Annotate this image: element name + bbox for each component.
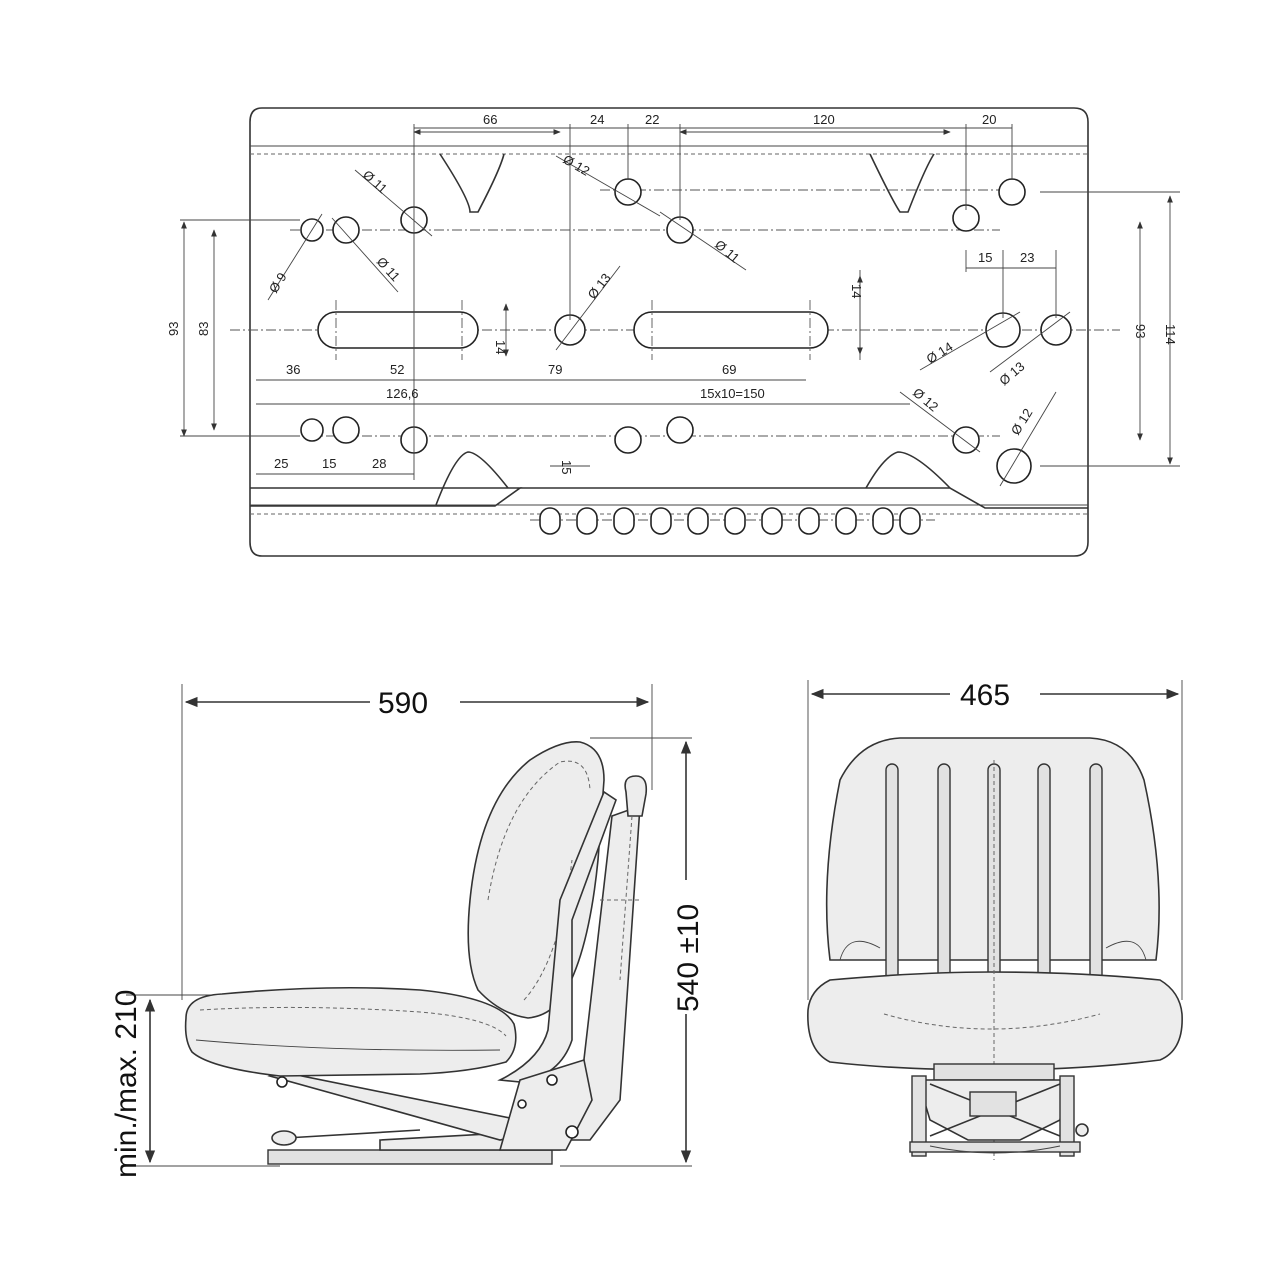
dia-12-b: Ø 12 xyxy=(910,385,941,415)
dia-11-a: Ø 11 xyxy=(360,167,390,196)
dia-11-c: Ø 11 xyxy=(712,237,742,266)
dim-25: 25 xyxy=(274,456,288,471)
dim-15-bottom: 15 xyxy=(322,456,336,471)
dia-13-a: Ø 13 xyxy=(585,270,614,301)
dim-69: 69 xyxy=(722,362,736,377)
dim-15-right: 15 xyxy=(978,250,992,265)
dia-14: Ø 14 xyxy=(924,339,956,367)
dim-28: 28 xyxy=(372,456,386,471)
dim-24: 24 xyxy=(590,112,604,127)
dim-15-slots: 15 xyxy=(559,460,574,474)
adjust-slot-row xyxy=(539,507,921,535)
dim-23: 23 xyxy=(1020,250,1034,265)
dim-36: 36 xyxy=(286,362,300,377)
height-540-label: 540 ±10 xyxy=(672,904,705,1012)
dim-93-right: 93 xyxy=(1133,324,1148,338)
dim-83: 83 xyxy=(196,322,211,336)
travel-210-label: min./max. 210 xyxy=(110,990,143,1178)
mounting-plate: 66 24 22 120 20 Ø 11 Ø 12 Ø 9 Ø 11 Ø 11 … xyxy=(166,107,1180,557)
dim-slot-14-b: 14 xyxy=(849,284,864,298)
dim-22: 22 xyxy=(645,112,659,127)
dim-93-left: 93 xyxy=(166,322,181,336)
plate-extension-lines xyxy=(180,124,1180,480)
dim-52: 52 xyxy=(390,362,404,377)
seat-side-view: 590 540 ±10 min./max. 210 xyxy=(110,684,705,1178)
dim-20: 20 xyxy=(982,112,996,127)
dia-13-b: Ø 13 xyxy=(996,359,1027,389)
dim-15x10: 15x10=150 xyxy=(700,386,765,401)
diameter-leaders xyxy=(267,155,1071,487)
dia-9: Ø 9 xyxy=(266,270,290,296)
dim-66: 66 xyxy=(483,112,497,127)
dim-120: 120 xyxy=(813,112,835,127)
seat-front-view: 465 xyxy=(807,679,1183,1160)
plate-slots xyxy=(317,300,829,360)
width-590-label: 590 xyxy=(378,687,428,720)
dim-114: 114 xyxy=(1163,324,1178,345)
dim-79: 79 xyxy=(548,362,562,377)
width-465-label: 465 xyxy=(960,679,1010,712)
dim-slot-14: 14 xyxy=(493,340,508,354)
dim-126-6: 126,6 xyxy=(386,386,419,401)
